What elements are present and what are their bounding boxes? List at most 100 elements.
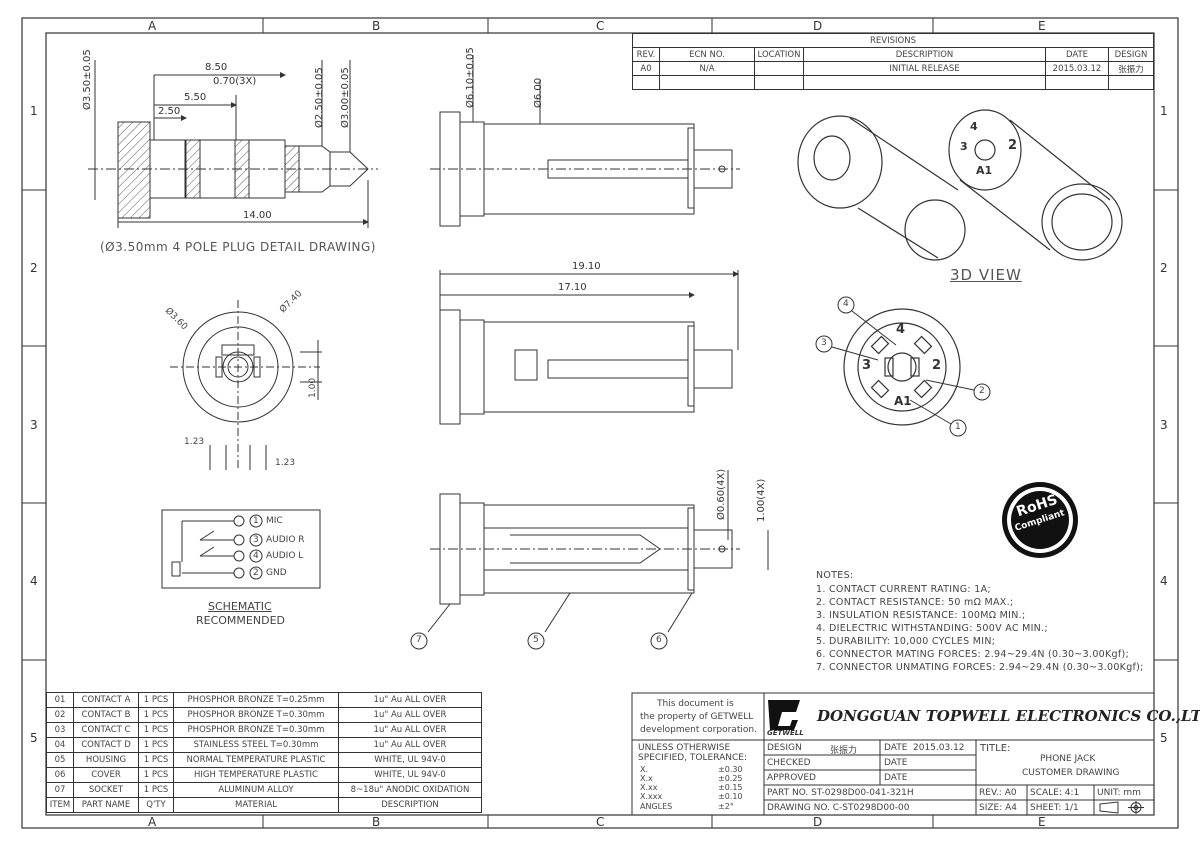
unit-value: UNIT: mm <box>1097 788 1141 798</box>
bom-row: 03 CONTACT C 1 PCS PHOSPHOR BRONZE T=0.3… <box>46 722 482 738</box>
bom-qty: 1 PCS <box>138 692 174 708</box>
tol-x-value: ±0.30 <box>718 765 743 774</box>
date-label: DATE <box>884 743 908 753</box>
bom-description: WHITE, UL 94V-0 <box>338 752 482 768</box>
design-label: DESIGN <box>767 743 802 753</box>
tol-xxxx-label: X.xxx <box>640 792 663 801</box>
rev-header-design: DESIGN <box>1108 47 1154 62</box>
3d-view-drawing <box>797 109 1123 261</box>
property-line-3: development corporation. <box>640 725 757 735</box>
getwell-logo <box>768 700 800 730</box>
dim-5-50: 5.50 <box>184 92 207 103</box>
zone-row-5-right: 5 <box>1160 731 1168 745</box>
dim-0-70: 0.70(3X) <box>213 76 257 87</box>
schematic-label-mic: MIC <box>266 516 283 526</box>
note-2: 2. CONTACT RESISTANCE: 50 mΩ MAX.; <box>816 597 1014 608</box>
projection-symbol-icon <box>1099 801 1144 814</box>
size-value: SIZE: A4 <box>979 803 1017 813</box>
bom-material: STAINLESS STEEL T=0.30mm <box>173 737 339 753</box>
3d-pin-a1: A1 <box>976 164 993 177</box>
approved-label: APPROVED <box>767 773 816 783</box>
rev-value: REV.: A0 <box>979 788 1017 798</box>
bom-row: 02 CONTACT B 1 PCS PHOSPHOR BRONZE T=0.3… <box>46 707 482 723</box>
rev-cell-rev: A0 <box>632 61 660 76</box>
balloon-5: 5 <box>533 635 539 645</box>
tol-xx-label: X.x <box>640 774 653 783</box>
bom-header-qty: Q'TY <box>138 797 174 813</box>
part-number: PART NO. ST-0298D00-041-321H <box>767 788 914 798</box>
bom-item: 07 <box>46 782 74 798</box>
tolerance-title-1: UNLESS OTHERWISE <box>638 743 731 753</box>
zone-row-5: 5 <box>30 731 38 745</box>
bom-qty: 1 PCS <box>138 722 174 738</box>
pin-label-4: 4 <box>896 322 906 337</box>
bom-row: 05 HOUSING 1 PCS NORMAL TEMPERATURE PLAS… <box>46 752 482 768</box>
bom-qty: 1 PCS <box>138 782 174 798</box>
balloon-7: 7 <box>416 635 422 645</box>
3d-pin-3: 3 <box>960 140 968 153</box>
dim-dia-0-60: Ø0.60(4X) <box>716 468 727 520</box>
tol-xxx-value: ±0.15 <box>718 783 743 792</box>
bom-part-name: CONTACT C <box>73 722 139 738</box>
revisions-table: REVISIONS REV. ECN NO. LOCATION DESCRIPT… <box>632 33 1154 90</box>
pin-label-a1: A1 <box>894 394 912 408</box>
pin-view-drawing <box>815 296 991 437</box>
pin-balloon-1: 1 <box>955 422 961 432</box>
title-line-1: PHONE JACK <box>1040 754 1096 764</box>
schematic-label-gnd: GND <box>266 568 287 578</box>
tol-xx-value: ±0.25 <box>718 774 743 783</box>
3d-pin-2: 2 <box>1008 138 1018 153</box>
rev-cell-description: INITIAL RELEASE <box>803 61 1046 76</box>
bom-description: 1u" Au ALL OVER <box>338 737 482 753</box>
note-5: 5. DURABILITY: 10,000 CYCLES MIN; <box>816 636 996 647</box>
schematic-num-1: 1 <box>253 516 259 526</box>
bom-part-name: CONTACT B <box>73 707 139 723</box>
dim-dia-6-00: Ø6.00 <box>533 77 544 108</box>
outer-frame <box>21 17 1179 829</box>
bom-item: 01 <box>46 692 74 708</box>
bom-header-item: ITEM <box>46 797 74 813</box>
bom-part-name: SOCKET <box>73 782 139 798</box>
tol-xxx-label: X.xx <box>640 783 658 792</box>
zone-row-4-right: 4 <box>1160 574 1168 588</box>
dim-dia-3-00: Ø3.00±0.05 <box>340 67 351 128</box>
rev-header-ecn: ECN NO. <box>659 47 755 62</box>
bom-item: 04 <box>46 737 74 753</box>
rev-cell-date: 2015.03.12 <box>1045 61 1109 76</box>
bom-material: PHOSPHOR BRONZE T=0.30mm <box>173 707 339 723</box>
revisions-title: REVISIONS <box>632 33 1154 48</box>
zone-col-a: A <box>148 19 157 33</box>
bom-part-name: HOUSING <box>73 752 139 768</box>
rev-header-rev: REV. <box>632 47 660 62</box>
bom-table: 01 CONTACT A 1 PCS PHOSPHOR BRONZE T=0.2… <box>46 692 482 813</box>
tol-angles-value: ±2° <box>718 802 734 811</box>
dim-plug-dia: Ø3.50±0.05 <box>82 49 93 110</box>
bom-row: 06 COVER 1 PCS HIGH TEMPERATURE PLASTIC … <box>46 767 482 783</box>
pin-balloon-2: 2 <box>979 386 985 396</box>
bom-description: WHITE, UL 94V-0 <box>338 767 482 783</box>
schematic-num-3: 3 <box>253 535 259 545</box>
schematic-drawing <box>161 509 321 589</box>
zone-row-4: 4 <box>30 574 38 588</box>
note-1: 1. CONTACT CURRENT RATING: 1A; <box>816 584 991 595</box>
designer-name: 张振力 <box>830 746 858 756</box>
bom-item: 05 <box>46 752 74 768</box>
inner-frame <box>45 32 1155 816</box>
bom-qty: 1 PCS <box>138 767 174 783</box>
bom-qty: 1 PCS <box>138 737 174 753</box>
schematic-num-2: 2 <box>253 568 259 578</box>
bom-description: 1u" Au ALL OVER <box>338 722 482 738</box>
zone-row-1: 1 <box>30 104 38 118</box>
zone-row-3-right: 3 <box>1160 418 1168 432</box>
pin-balloon-4: 4 <box>843 299 849 309</box>
bom-description: 8~18u" ANODIC OXIDATION <box>338 782 482 798</box>
rev-cell-design: 张振力 <box>1108 61 1154 76</box>
plug-caption: (Ø3.50mm 4 POLE PLUG DETAIL DRAWING) <box>100 240 376 254</box>
bom-part-name: CONTACT D <box>73 737 139 753</box>
company-name: DONGGUAN TOPWELL ELECTRONICS CO.,LTD. <box>817 707 1200 725</box>
pin-balloon-3: 3 <box>821 338 827 348</box>
notes-title: NOTES: <box>816 570 854 581</box>
approved-date-label: DATE <box>884 773 908 783</box>
bom-qty: 1 PCS <box>138 752 174 768</box>
bom-material: PHOSPHOR BRONZE T=0.30mm <box>173 722 339 738</box>
